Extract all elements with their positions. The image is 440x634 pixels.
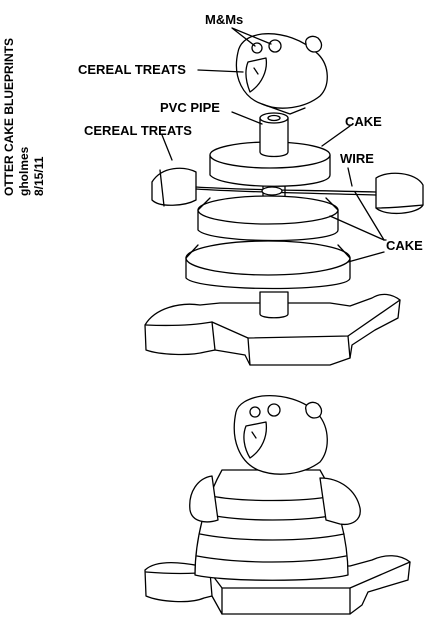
blueprint-title: OTTER CAKE BLUEPRINTS [2,38,16,196]
assembled-eye-right [267,403,281,417]
pvc-pipe-top [259,112,289,158]
leader-lines [161,27,387,263]
otter-head [235,33,328,115]
label-wire: WIRE [340,151,374,166]
blueprint-date: 8/15/11 [32,156,46,196]
cake-tier-bottom [185,240,351,290]
cake-tier-middle [197,195,339,242]
cereal-treat-arms [151,167,424,215]
mm-candy-eye-right [268,39,282,53]
label-mms: M&Ms [205,12,243,27]
labels: M&Ms CEREAL TREATS PVC PIPE CAKE CEREAL … [78,12,423,253]
label-cake-top: CAKE [345,114,382,129]
assembled-view [144,394,411,615]
wire [195,186,377,196]
assembled-arms [189,475,361,526]
base-cake [144,293,401,366]
exploded-view: M&Ms CEREAL TREATS PVC PIPE CAKE CEREAL … [78,12,424,366]
assembled-head [233,394,328,475]
label-cereal-treats-arms: CEREAL TREATS [84,123,192,138]
author-name: gholmes [17,146,31,196]
assembled-eye-left [249,406,261,418]
label-cake-lower: CAKE [386,238,423,253]
side-text: OTTER CAKE BLUEPRINTS gholmes 8/15/11 [2,38,46,196]
label-cereal-treats-head: CEREAL TREATS [78,62,186,77]
label-pvc-pipe: PVC PIPE [160,100,220,115]
